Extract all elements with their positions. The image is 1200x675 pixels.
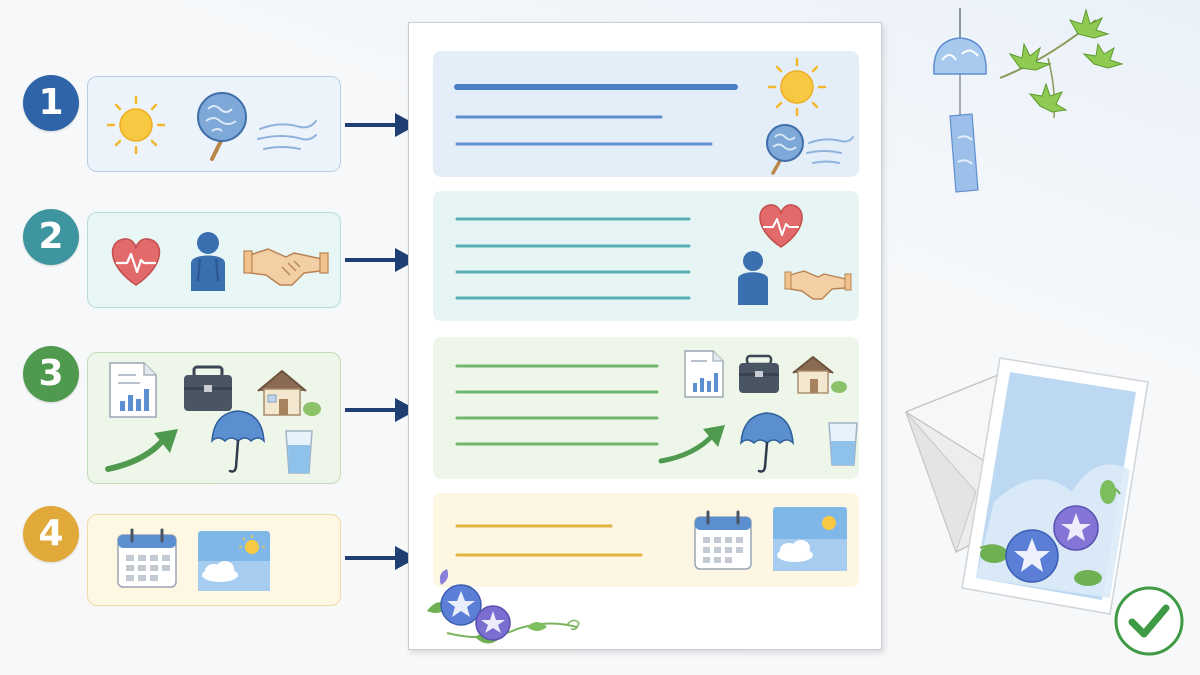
text-placeholder-lines: [454, 84, 738, 146]
growth-arrow-icon: [105, 429, 178, 472]
step-number-3: 3: [23, 346, 79, 402]
arrow-step-2: [345, 248, 417, 272]
heart-icon: [111, 238, 161, 286]
umbrella-icon: [740, 412, 794, 473]
step-card-3: [87, 352, 341, 484]
arrow-step-1: [345, 113, 417, 137]
handshake-icon: [784, 270, 852, 300]
wind-icon: [806, 136, 854, 164]
calendar-icon: [694, 510, 752, 570]
growth-arrow-icon: [658, 425, 725, 464]
checkmark-icon: [1114, 586, 1184, 656]
report-chart-icon: [109, 362, 157, 418]
uchiwa-fan-icon: [197, 92, 247, 161]
letter-section-1: [433, 51, 859, 177]
step-card-1: [87, 76, 341, 172]
postcard-icon: [961, 357, 1149, 615]
briefcase-icon: [739, 354, 779, 393]
uchiwa-fan-icon: [766, 124, 804, 175]
morning-glory-decoration: [427, 569, 580, 644]
step-number-1: 1: [23, 75, 79, 131]
calendar-icon: [117, 528, 177, 588]
letter-section-3: [433, 337, 859, 479]
sky-weather-icon: [198, 531, 270, 591]
step-card-2: [87, 212, 341, 308]
report-chart-icon: [684, 350, 724, 398]
bowing-person-icon: [191, 232, 225, 291]
handshake-icon: [243, 248, 329, 286]
wind-chime-decoration: [933, 8, 987, 193]
sun-icon: [767, 57, 827, 117]
umbrella-icon: [211, 410, 265, 473]
house-icon: [257, 370, 321, 416]
maple-leaves-decoration: [999, 8, 1124, 119]
step-number-4: 4: [23, 506, 79, 562]
text-placeholder-lines: [455, 217, 691, 300]
envelope-postcard-decoration: [904, 357, 1149, 615]
step-card-4: [87, 514, 341, 606]
letter-document: [408, 22, 882, 650]
water-glass-icon: [828, 422, 858, 466]
step-number-2: 2: [23, 209, 79, 265]
letter-section-2: [433, 191, 859, 321]
sun-icon: [106, 95, 166, 155]
arrow-step-4: [345, 546, 417, 570]
text-placeholder-lines: [455, 524, 643, 557]
water-glass-icon: [285, 430, 313, 474]
arrow-step-3: [345, 398, 417, 422]
heart-icon: [759, 204, 803, 248]
bowing-person-icon: [738, 251, 768, 305]
sky-weather-icon: [773, 507, 847, 571]
wind-icon: [257, 120, 317, 150]
house-icon: [792, 356, 847, 394]
letter-section-4: [433, 493, 859, 587]
briefcase-icon: [184, 365, 232, 411]
text-placeholder-lines: [455, 364, 659, 446]
